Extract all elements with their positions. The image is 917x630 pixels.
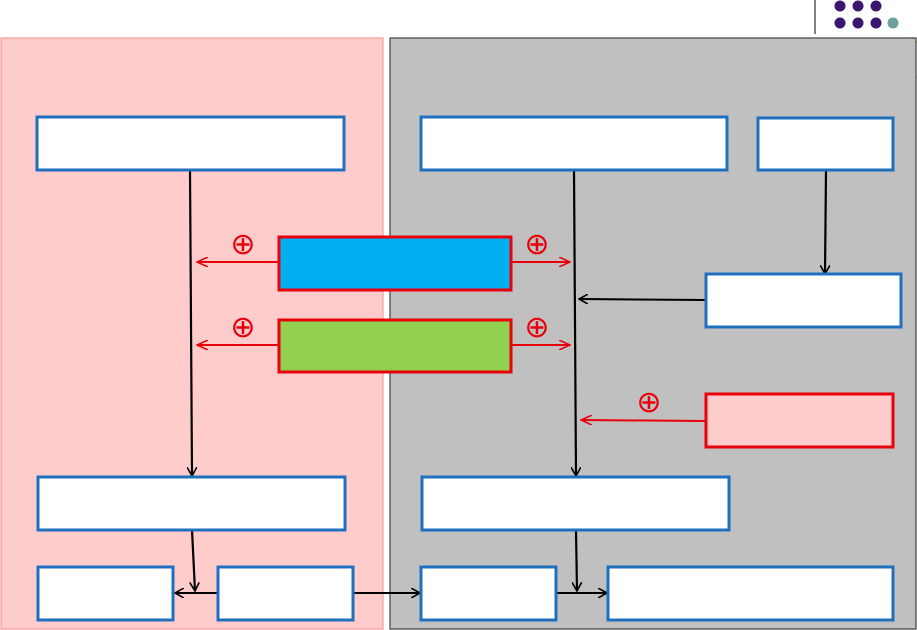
box-right-top-small [756, 116, 895, 172]
center-blue-block [277, 235, 513, 292]
box-right-top [419, 115, 729, 172]
box-left-bottom [36, 475, 347, 532]
xor-symbol: ⊕ [230, 227, 255, 262]
box-right-bottom-small [419, 565, 558, 622]
box-right-mid [704, 272, 903, 329]
box-right-bottom [420, 475, 731, 532]
box-right-bottom-wide [606, 565, 895, 622]
right-pink-block [704, 392, 895, 449]
xor-symbol: ⊕ [230, 310, 255, 345]
box-left-bottom-small-1 [36, 565, 175, 622]
xor-symbol: ⊕ [524, 227, 549, 262]
xor-symbol: ⊕ [524, 310, 549, 345]
box-left-bottom-small-2 [216, 565, 355, 622]
xor-symbols: ⊕ ⊕ ⊕ ⊕ ⊕ [230, 227, 661, 420]
center-green-block [277, 318, 513, 374]
xor-symbol: ⊕ [636, 385, 661, 420]
box-left-top [35, 115, 346, 172]
connectors [175, 169, 826, 593]
